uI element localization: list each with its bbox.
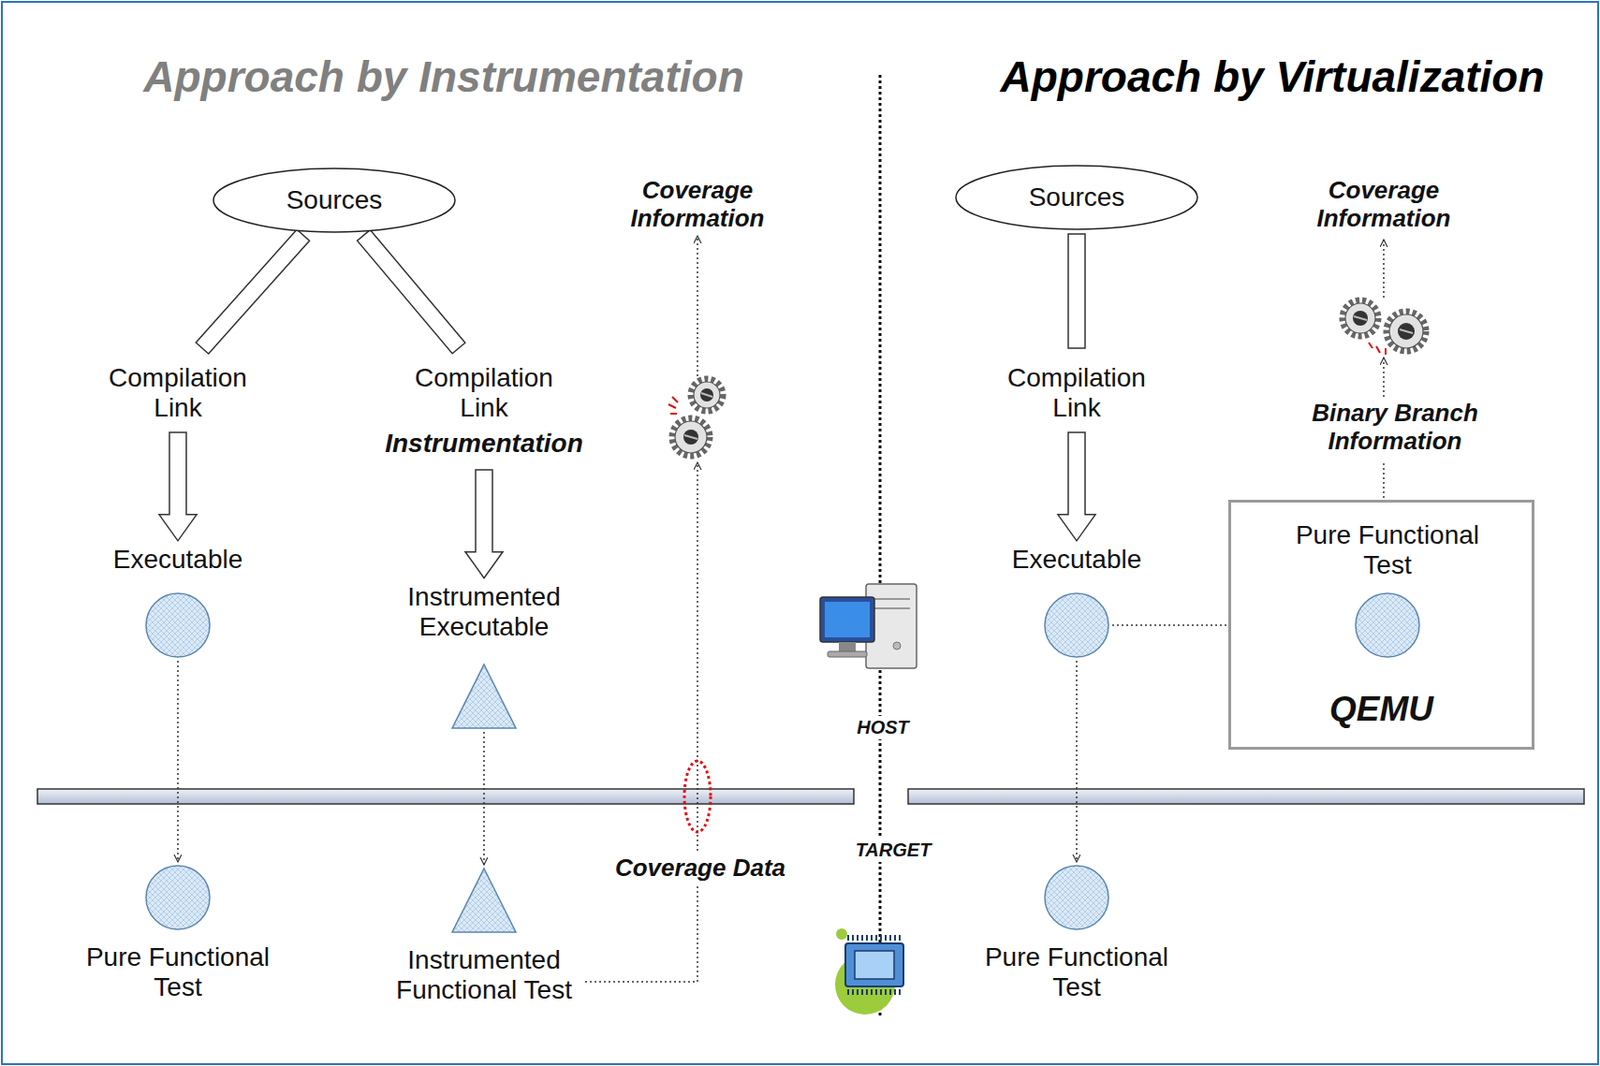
circle-outline <box>1353 591 1422 660</box>
node-text: Pure Functional Test <box>968 942 1185 1003</box>
dotted-arrow <box>1075 660 1078 863</box>
data-label: Coverage Data <box>612 853 789 884</box>
node-text: QEMU <box>1329 689 1434 731</box>
step-label: Compilation Link <box>396 362 572 425</box>
circle-shape <box>146 593 210 658</box>
circle-shape <box>1355 593 1420 658</box>
triangle-shape <box>452 868 516 933</box>
gear-icon <box>1342 300 1379 337</box>
node-text: Instrumented Executable <box>376 582 592 643</box>
dotted-arrow <box>176 660 179 863</box>
host-target-divider <box>879 74 882 1016</box>
ellipse-shape <box>213 168 456 233</box>
gear-spark <box>668 396 678 414</box>
branch-flow-line <box>1382 357 1385 397</box>
node-text: Pure Functional Test <box>70 942 286 1003</box>
circle-outline <box>144 591 212 660</box>
zone-label: TARGET <box>852 838 935 863</box>
step-label: Compilation Link <box>989 362 1164 425</box>
node-text: Executable <box>1012 544 1143 575</box>
executable-circle: Executable <box>70 544 286 660</box>
source-ellipse: Sources <box>954 163 1200 232</box>
deploy-arrow <box>1076 660 1078 863</box>
hollow-arrow <box>159 432 197 542</box>
host-computer-icon <box>820 584 917 669</box>
bar-crossing-mark <box>684 761 711 833</box>
node-text: Instrumented Functional Test <box>376 945 592 1006</box>
deploy-arrow <box>177 660 179 863</box>
circle-outline <box>1042 864 1111 932</box>
step-label: Compilation Link <box>90 362 265 425</box>
gear-icon <box>690 379 723 412</box>
triangle-outline <box>450 662 518 731</box>
circle-outline <box>1042 591 1111 660</box>
source-ellipse: Sources <box>211 166 457 235</box>
test-circle: Pure Functional Test <box>1279 520 1496 660</box>
node-text: Pure Functional Test <box>1279 520 1496 581</box>
hollow-arrow <box>1057 432 1096 542</box>
instrumented-test-triangle: Instrumented Functional Test <box>376 866 592 1006</box>
target-chip-icon <box>835 928 904 1015</box>
host-target-bar <box>908 789 1585 805</box>
coverage-flow-line <box>1382 239 1385 298</box>
circle-shape <box>1044 593 1109 658</box>
qemu-box: Pure Functional TestQEMU <box>1228 499 1535 750</box>
circle-shape <box>146 866 210 930</box>
coverage-flow-line <box>585 462 698 983</box>
section-title: Approach by Virtualization <box>997 51 1547 103</box>
gear-spark <box>1368 342 1386 355</box>
hollow-arrow <box>465 469 503 579</box>
deploy-arrow <box>484 732 485 866</box>
coverage-flow-line <box>696 235 699 377</box>
ellipse-shape <box>955 165 1198 230</box>
test-circle: Pure Functional Test <box>70 864 286 1003</box>
node-text: Executable <box>113 544 244 575</box>
data-label: Binary Branch Information <box>1261 398 1529 457</box>
hollow-arrow <box>357 230 466 354</box>
gear-icon <box>1386 311 1426 352</box>
triangle-shape <box>452 664 516 729</box>
hollow-arrow <box>195 229 309 354</box>
zone-label: HOST <box>853 716 912 740</box>
hollow-arrow <box>1068 234 1086 349</box>
dotted-arrow <box>483 732 485 866</box>
test-circle: Pure Functional Test <box>968 864 1185 1003</box>
step-label: Instrumentation <box>381 427 587 460</box>
circle-shape <box>1044 866 1109 930</box>
branch-flow-line <box>1382 462 1385 499</box>
host-target-bar <box>37 789 854 805</box>
circle-outline <box>144 864 212 932</box>
triangle-outline <box>450 866 518 935</box>
section-title: Approach by Instrumentation <box>140 51 747 103</box>
executable-circle: Executable <box>968 544 1185 660</box>
gear-icon <box>672 418 710 456</box>
output-label: Coverage Information <box>1287 176 1481 235</box>
output-label: Coverage Information <box>601 176 794 235</box>
node-text: Sources <box>286 185 383 216</box>
node-text: Sources <box>1028 182 1126 213</box>
instrumented-executable-triangle: Instrumented Executable <box>376 582 592 731</box>
